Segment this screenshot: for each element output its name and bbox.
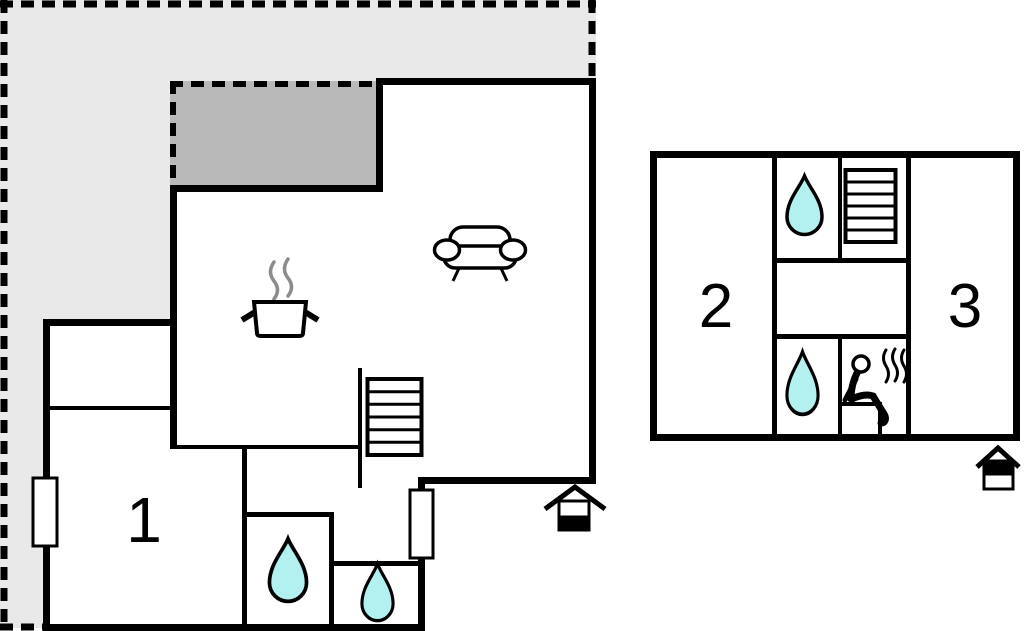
upper-floor-plan: 2 3	[650, 151, 1021, 491]
landing-bottom-wall	[772, 334, 911, 339]
bottom-divider-wall	[838, 336, 842, 437]
hall-wall	[174, 445, 360, 449]
window-right	[408, 488, 435, 560]
outer-wall-lower-top	[43, 319, 177, 326]
sauna-icon	[841, 347, 908, 437]
bathroom1-right-wall	[329, 512, 334, 628]
ground-floor-plan: 1	[0, 0, 607, 631]
bathroom1-top-wall	[242, 512, 334, 517]
covered-terrace-wall-bottom	[170, 185, 383, 192]
room2-right-wall	[772, 154, 777, 437]
outer-wall-top	[376, 78, 596, 85]
landing-top-wall	[772, 258, 911, 263]
covered-terrace-area	[170, 81, 383, 192]
outer-wall-left-main	[170, 185, 177, 449]
room3-left-wall	[906, 154, 911, 437]
terrace-area	[0, 0, 596, 628]
closet-wall	[43, 406, 174, 410]
water-drop-icon	[267, 536, 309, 604]
upper-outer-wall	[650, 151, 1020, 441]
sofa-icon	[432, 225, 528, 282]
window-left	[31, 476, 59, 548]
outer-wall-right	[589, 78, 596, 484]
room1-right-wall	[242, 447, 247, 628]
room-label-1: 1	[126, 484, 162, 556]
entrance-house-icon	[975, 444, 1021, 491]
entrance-house-icon	[543, 483, 607, 532]
outer-wall-bottom-main	[418, 477, 596, 484]
outer-wall-bottom	[43, 624, 425, 631]
stairs-icon	[843, 168, 898, 244]
water-drop-icon	[360, 562, 395, 623]
covered-terrace-wall-right	[376, 81, 383, 192]
room-label-3: 3	[948, 272, 982, 341]
room-label-2: 2	[699, 272, 733, 341]
stairs-icon	[365, 377, 424, 457]
top-divider-wall	[838, 154, 842, 261]
stove-pot-icon	[240, 257, 320, 338]
outer-wall-left-lower	[43, 319, 50, 631]
stair-railing	[358, 368, 362, 488]
